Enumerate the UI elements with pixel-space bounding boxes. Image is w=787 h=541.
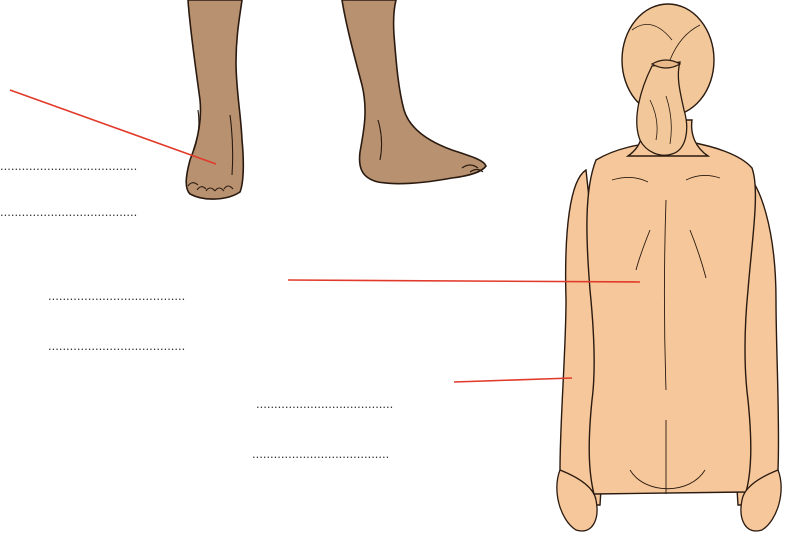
answer-line-back-1[interactable]: ......................................	[48, 288, 185, 303]
right-leg	[342, 0, 486, 184]
pointer-ankle	[10, 90, 216, 164]
answer-line-ankle-1[interactable]: ......................................	[0, 158, 137, 173]
answer-line-elbow-2[interactable]: ......................................	[252, 446, 389, 461]
back-figure-illustration	[557, 4, 781, 531]
torso	[587, 142, 756, 494]
answer-line-back-2[interactable]: ......................................	[48, 338, 185, 353]
answer-line-ankle-2[interactable]: ......................................	[0, 204, 137, 219]
left-leg	[186, 0, 243, 199]
legs-illustration	[186, 0, 486, 199]
answer-lines: ...................................... .…	[0, 158, 393, 461]
pointer-elbow	[454, 378, 572, 382]
answer-line-elbow-1[interactable]: ......................................	[256, 396, 393, 411]
